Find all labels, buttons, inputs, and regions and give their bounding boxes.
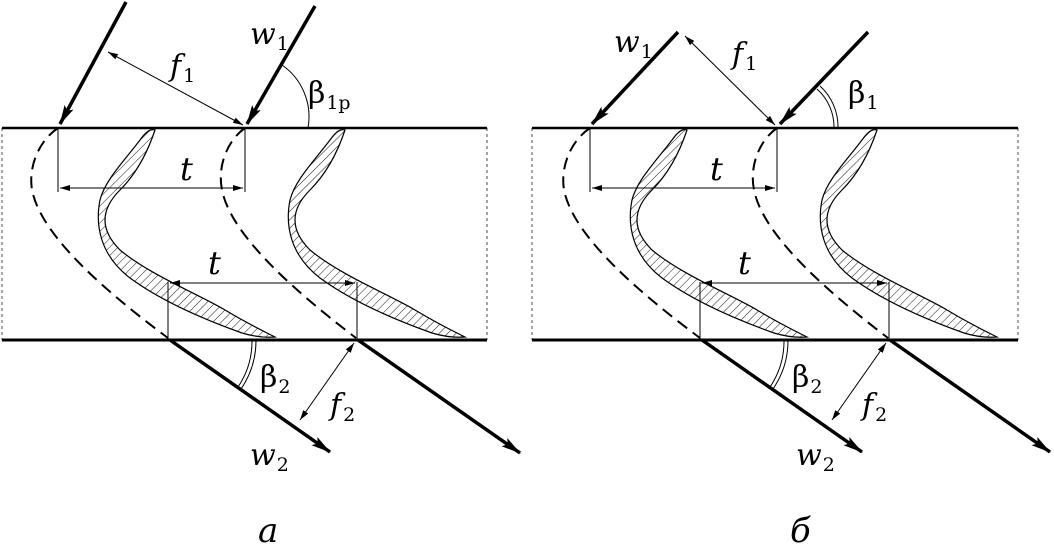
inlet-velocity-arrow: [590, 30, 680, 126]
outlet-angle-arc: [237, 339, 253, 388]
panel-caption: а: [258, 511, 278, 546]
inlet-angle-arc: [281, 64, 310, 129]
inlet-angle-arc: [816, 88, 835, 129]
flow-channel-dashed-line: [30, 127, 169, 339]
outlet-velocity-arrow: [888, 338, 1052, 454]
outlet-velocity-label: w2: [250, 438, 289, 476]
pitch-top-label: t: [180, 150, 193, 188]
outlet-throat-dimension: [299, 342, 355, 421]
outlet-angle-label: β2: [792, 360, 822, 398]
outlet-velocity-label: w2: [796, 438, 835, 476]
outlet-velocity-arrow: [356, 338, 522, 455]
flow-channel-dashed-line: [562, 127, 701, 339]
outlet-angle-arc: [240, 339, 257, 390]
outlet-velocity-arrow: [168, 338, 332, 454]
inlet-velocity-arrow: [58, 1, 128, 125]
outlet-throat-dimension: [831, 342, 887, 421]
inlet-velocity-label: w1: [250, 17, 289, 55]
flow-channel-dashed-line: [219, 127, 357, 339]
inlet-throat-dimension: [107, 51, 244, 126]
blade-profile: [629, 128, 810, 338]
pitch-bottom-label: t: [738, 244, 751, 282]
inlet-velocity-label: w1: [614, 25, 653, 63]
flow-channel-dashed-line: [751, 127, 889, 339]
blade-profile: [97, 128, 278, 338]
outlet-angle-arc: [769, 339, 785, 388]
outlet-velocity-arrow: [700, 338, 864, 454]
panel-caption: б: [790, 511, 811, 546]
pitch-top-label: t: [710, 150, 723, 188]
inlet-angle-label: β1: [848, 76, 878, 114]
outlet-angle-arc: [772, 339, 789, 390]
inlet-angle-arc: [819, 85, 839, 129]
inlet-velocity-arrow: [245, 5, 317, 125]
outlet-angle-label: β2: [260, 360, 290, 398]
inlet-angle-label: β1р: [308, 76, 351, 114]
inlet-velocity-arrow: [778, 30, 870, 126]
pitch-bottom-label: t: [208, 244, 221, 282]
inlet-throat-dimension: [684, 35, 776, 126]
